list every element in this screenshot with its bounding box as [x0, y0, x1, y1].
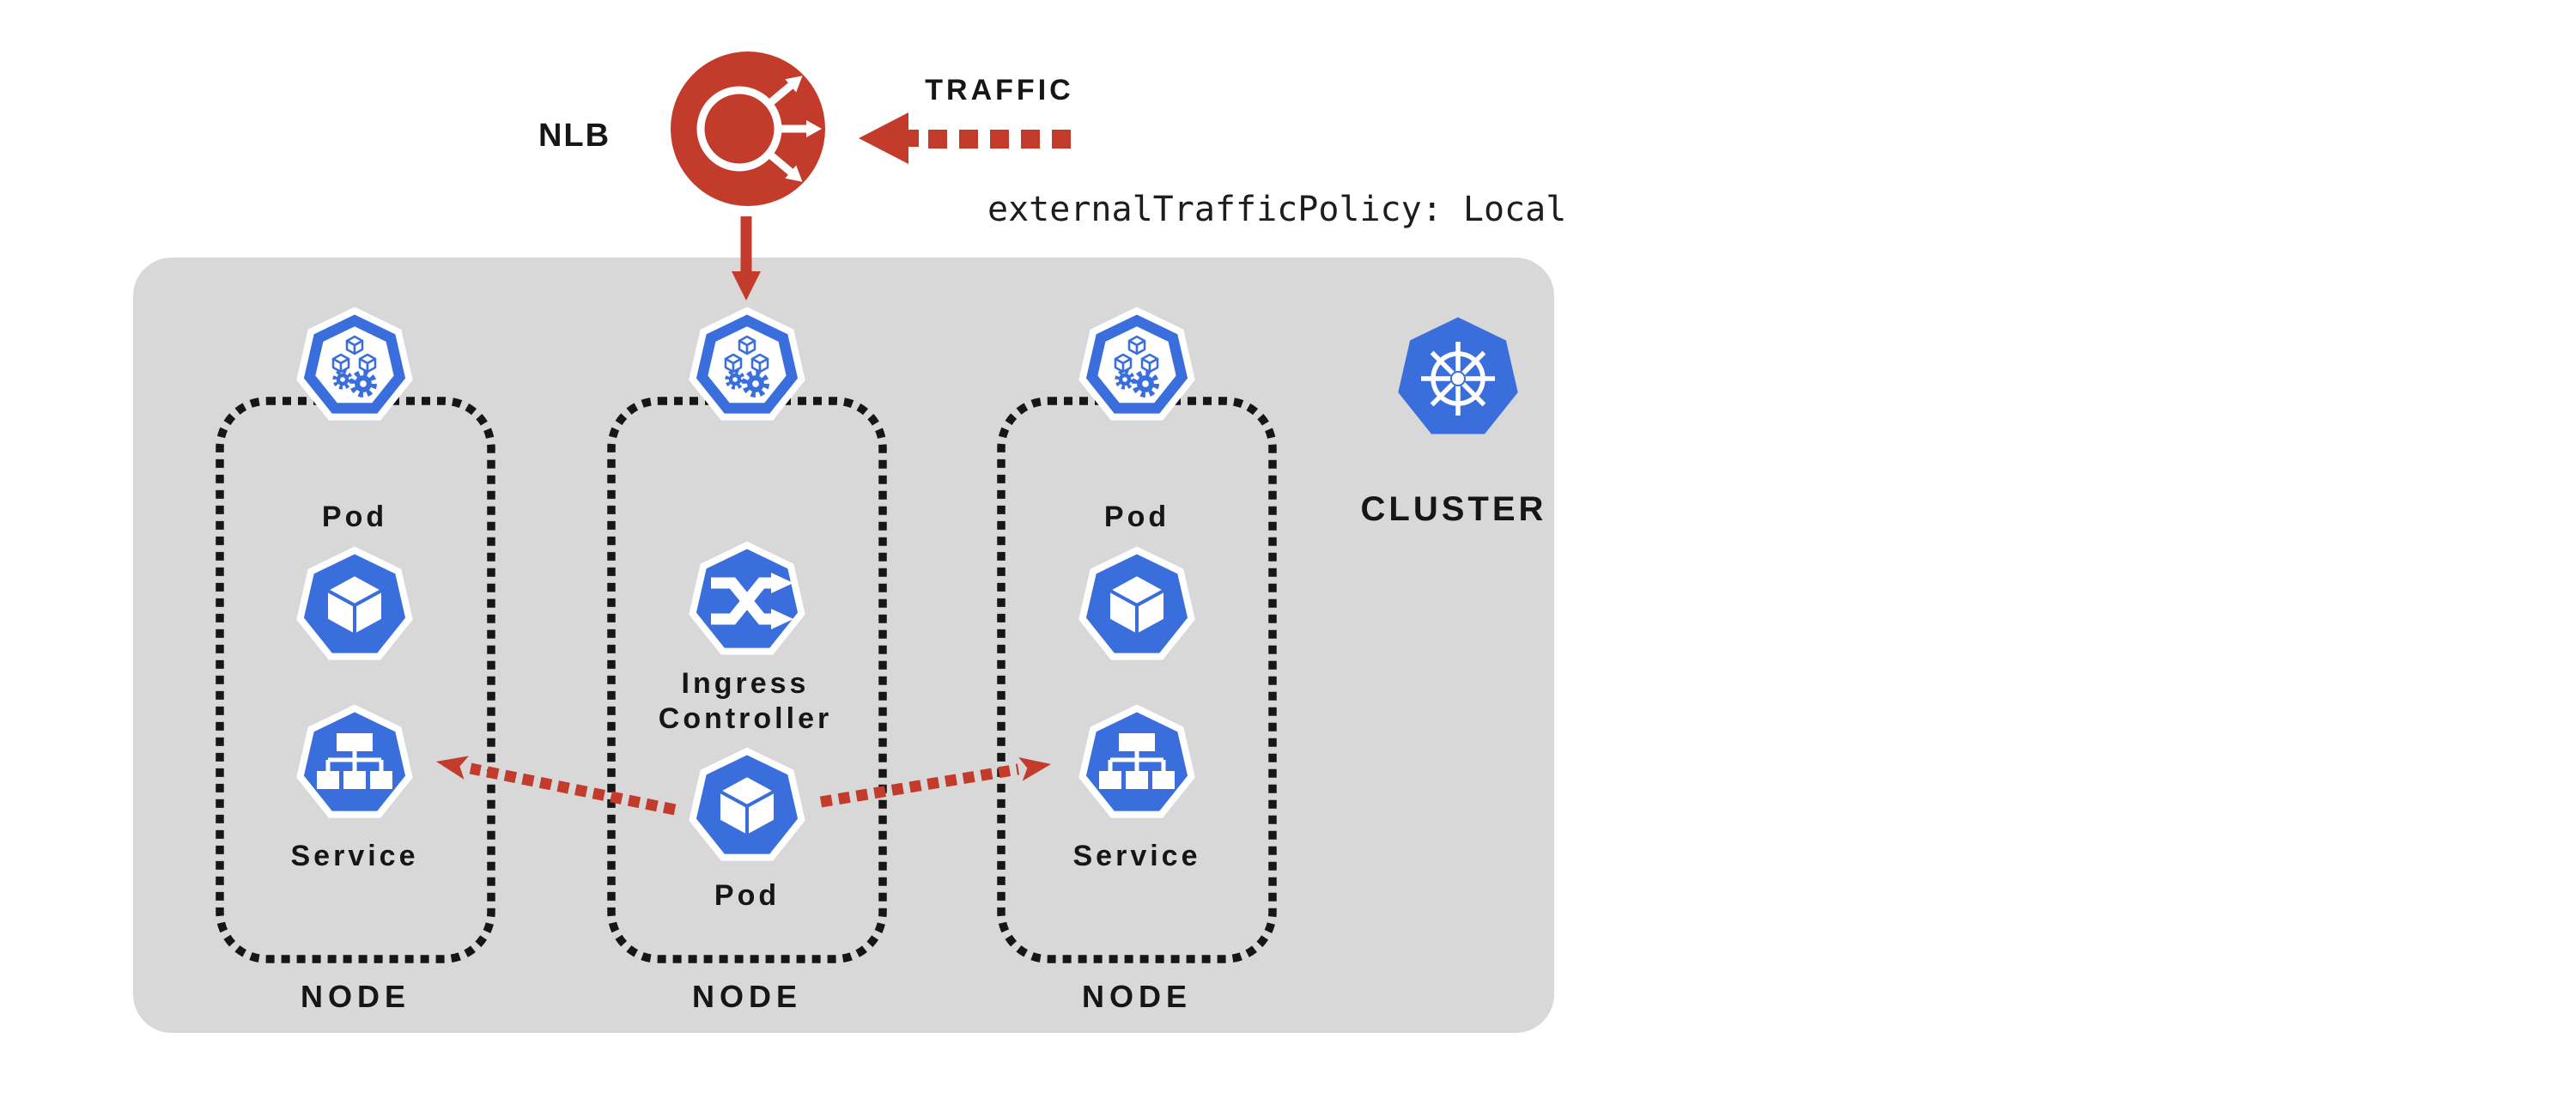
pod-label: Pod — [1104, 501, 1170, 533]
service-label: Service — [1073, 840, 1201, 872]
ingress-controller-label: Controller — [659, 702, 832, 735]
node-label: NODE — [301, 979, 410, 1014]
ingress-controller-icon — [693, 545, 802, 652]
pod-label: Pod — [322, 501, 387, 533]
node-box-1: Pod Service NODE — [216, 311, 495, 1014]
service-icon — [301, 708, 410, 815]
kubernetes-node-icon — [1083, 311, 1192, 417]
nlb-label: NLB — [538, 118, 611, 154]
pod-to-service-arrow-right — [819, 752, 1054, 808]
node-label: NODE — [692, 979, 802, 1014]
nlb-to-node-arrow — [732, 216, 761, 301]
nlb-icon — [671, 52, 825, 206]
node-box-3: Pod Service NODE — [997, 311, 1277, 1014]
traffic-arrow — [859, 112, 1075, 164]
node-border — [607, 397, 887, 963]
external-traffic-policy-annotation: externalTrafficPolicy: Local — [987, 190, 1566, 229]
service-icon — [1083, 708, 1192, 815]
service-label: Service — [291, 840, 419, 872]
node-border — [216, 397, 495, 963]
pod-icon — [301, 550, 410, 657]
node-border — [997, 397, 1277, 963]
node-box-2: Ingress Controller Pod NODE — [607, 311, 887, 1014]
pod-icon — [693, 751, 802, 858]
traffic-label: TRAFFIC — [925, 74, 1073, 106]
cluster-label: CLUSTER — [1361, 490, 1547, 528]
pod-label: Pod — [714, 879, 780, 912]
node-label: NODE — [1082, 979, 1192, 1014]
pod-icon — [1083, 550, 1192, 657]
ingress-controller-label: Ingress — [682, 667, 810, 700]
kubernetes-node-icon — [693, 311, 802, 417]
kubernetes-node-icon — [301, 311, 410, 417]
